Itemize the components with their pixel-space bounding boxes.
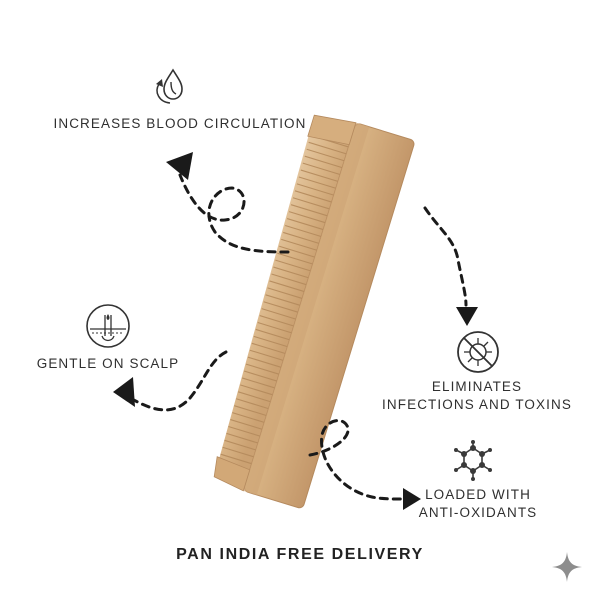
comb-tooth-gap: [283, 231, 320, 244]
comb-tooth-gap: [306, 148, 345, 162]
comb-tooth-gap: [269, 280, 305, 293]
comb-tooth-gap: [267, 287, 303, 299]
comb-tooth-gap: [298, 176, 336, 189]
comb-tooth-gap: [271, 273, 307, 286]
comb-tooth-gap: [257, 321, 292, 334]
arrow-antioxidants: [308, 419, 404, 501]
arrow-infections: [423, 206, 468, 307]
comb-tooth-gap: [281, 238, 318, 251]
comb-tooth-gap: [232, 412, 265, 423]
feature-eliminates-infections: ELIMINATES INFECTIONS AND TOXINS: [372, 378, 582, 414]
arrowhead-blood: [166, 152, 193, 180]
feature-antioxidants-line1: LOADED WITH: [425, 487, 531, 502]
comb-tooth-gap: [302, 162, 341, 176]
comb-tooth-gap: [273, 266, 309, 279]
comb-tooth-gap: [243, 370, 278, 382]
comb-tooth-gap: [220, 453, 252, 465]
comb-tooth-gap: [286, 218, 324, 231]
feature-blood-circulation: INCREASES BLOOD CIRCULATION: [53, 116, 307, 131]
feature-gentle-on-scalp: GENTLE ON SCALP: [36, 356, 180, 371]
comb-tooth-gap: [290, 204, 328, 217]
molecule-icon: [454, 440, 492, 481]
feature-antioxidants: LOADED WITH ANTI-OXIDANTS: [408, 486, 548, 522]
comb-tooth-gap: [245, 363, 280, 375]
comb-tooth-gap: [224, 439, 256, 451]
comb-tooth-gap: [277, 252, 313, 265]
comb-tooth-gap: [275, 259, 311, 272]
free-delivery-banner: PAN INDIA FREE DELIVERY: [176, 546, 424, 563]
comb-tooth-gap: [249, 349, 284, 361]
comb-tooth-gap: [304, 155, 343, 169]
comb-tooth-gap: [294, 190, 332, 203]
comb-tooth-gap: [238, 391, 271, 403]
comb-tooth-gap: [222, 446, 254, 458]
comb-tooth-gap: [308, 141, 347, 155]
comb-tooth-gap: [265, 294, 301, 306]
comb-tooth-gap: [288, 211, 326, 224]
comb-tooth-gap: [226, 432, 259, 444]
feature-infections-line1: ELIMINATES: [431, 379, 523, 394]
comb-tooth-gap: [259, 315, 294, 327]
comb-tooth-gap: [247, 356, 282, 368]
drop-cycle-icon: [156, 68, 183, 104]
comb-tooth-gap: [255, 328, 290, 341]
comb-tooth-gap: [300, 169, 339, 182]
comb-tooth-gap: [279, 245, 315, 258]
feature-antioxidants-line2: ANTI-OXIDANTS: [418, 505, 538, 520]
comb-tooth-gap: [263, 301, 299, 313]
arrowhead-infections: [456, 307, 478, 326]
comb-tooth-gap: [228, 425, 261, 437]
comb-tooth-gap: [292, 197, 330, 210]
virus-blocked-icon: [457, 331, 499, 373]
comb-tooth-gap: [236, 398, 269, 410]
sparkle-icon: [552, 552, 582, 582]
comb-tooth-gap: [296, 183, 334, 196]
comb-tooth-gap: [241, 377, 275, 389]
comb-tooth-gap: [239, 384, 273, 396]
feature-infections-line2: INFECTIONS AND TOXINS: [382, 397, 572, 412]
comb-tooth-gap: [253, 335, 288, 348]
arrowhead-antioxidants: [403, 488, 421, 510]
comb-tooth-gap: [234, 405, 267, 417]
arrow-blood: [178, 173, 290, 254]
comb-tooth-gap: [285, 224, 322, 237]
comb-tooth-gap: [251, 342, 286, 355]
comb-tooth-gap: [230, 419, 263, 430]
comb-tooth-gap: [261, 308, 296, 320]
arrow-scalp: [123, 350, 228, 412]
arrowhead-scalp: [113, 377, 135, 407]
hair-follicle-icon: [86, 304, 130, 348]
